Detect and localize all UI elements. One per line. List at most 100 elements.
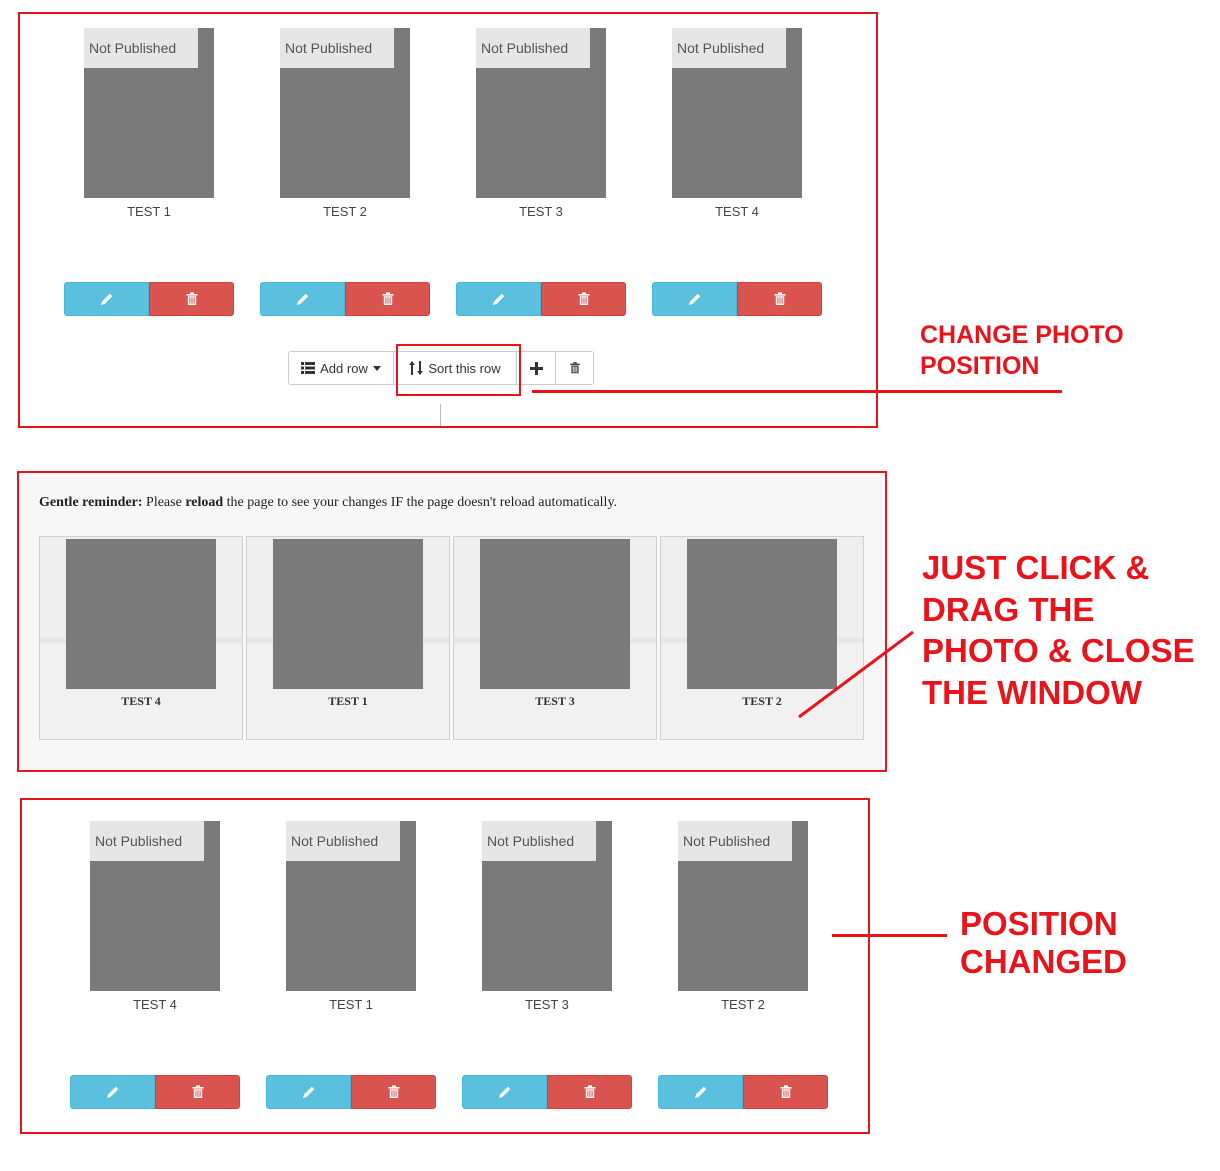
photo-card-1: Not Published TEST 4	[70, 821, 240, 1109]
row-toolbar: Add row Sort this row	[288, 351, 594, 385]
annotation-line: THE WINDOW	[922, 673, 1142, 711]
photo-caption: TEST 4	[121, 694, 161, 708]
photo-caption: TEST 1	[329, 997, 373, 1012]
edit-button[interactable]	[266, 1075, 351, 1109]
status-badge: Not Published	[84, 28, 198, 68]
sort-window: Gentle reminder: Please reload the page …	[19, 473, 884, 769]
delete-row-button[interactable]	[555, 351, 594, 385]
pencil-icon	[296, 293, 308, 305]
sortable-item[interactable]: TEST 2	[660, 536, 864, 740]
pencil-icon	[492, 293, 504, 305]
photo-actions	[652, 282, 822, 316]
sortable-item[interactable]: TEST 4	[39, 536, 243, 740]
add-row-button[interactable]: Add row	[288, 351, 394, 385]
trash-icon	[382, 292, 393, 305]
annotation-position-changed: POSITION CHANGED	[960, 904, 1127, 982]
trash-icon	[388, 1085, 399, 1098]
trash-icon	[780, 1085, 791, 1098]
sort-row-label: Sort this row	[428, 360, 501, 376]
list-icon	[301, 362, 316, 374]
edit-button[interactable]	[658, 1075, 743, 1109]
photo-thumbnail[interactable]: Not Published	[84, 28, 214, 198]
edit-button[interactable]	[70, 1075, 155, 1109]
photo-thumbnail[interactable]: Not Published	[678, 821, 808, 991]
photo-actions	[462, 1075, 632, 1109]
pencil-icon	[302, 1086, 314, 1098]
before-panel-highlight	[18, 12, 878, 428]
delete-button[interactable]	[541, 282, 626, 316]
trash-icon	[584, 1085, 595, 1098]
annotation-pointer-line	[532, 390, 1062, 393]
caret-down-icon	[372, 365, 381, 371]
annotation-line: POSITION	[960, 905, 1118, 942]
photo-card-4: Not Published TEST 2	[658, 821, 828, 1109]
photo-caption: TEST 2	[721, 997, 765, 1012]
delete-button[interactable]	[345, 282, 430, 316]
photo-caption: TEST 3	[519, 204, 563, 219]
add-item-button[interactable]	[516, 351, 556, 385]
photo-caption: TEST 4	[133, 997, 177, 1012]
edit-button[interactable]	[260, 282, 345, 316]
annotation-change-position: CHANGE PHOTO POSITION	[920, 320, 1124, 382]
photo-thumbnail[interactable]: Not Published	[286, 821, 416, 991]
photo-card-2: Not Published TEST 2	[260, 28, 430, 316]
delete-button[interactable]	[149, 282, 234, 316]
photo-thumbnail[interactable]: Not Published	[672, 28, 802, 198]
photo-thumbnail[interactable]: Not Published	[482, 821, 612, 991]
status-badge: Not Published	[672, 28, 786, 68]
photo-caption: TEST 2	[742, 694, 782, 708]
pencil-icon	[688, 293, 700, 305]
sort-button-highlight	[396, 344, 521, 396]
sort-window-highlight	[17, 471, 887, 772]
photo-caption: TEST 4	[715, 204, 759, 219]
annotation-line: CHANGED	[960, 943, 1127, 980]
annotation-line: JUST CLICK &	[922, 549, 1150, 586]
photo-thumbnail[interactable]: Not Published	[280, 28, 410, 198]
status-badge: Not Published	[90, 821, 204, 861]
delete-button[interactable]	[743, 1075, 828, 1109]
photo-thumbnail[interactable]: Not Published	[90, 821, 220, 991]
pencil-icon	[106, 1086, 118, 1098]
photo-caption: TEST 1	[127, 204, 171, 219]
edit-button[interactable]	[652, 282, 737, 316]
photo-actions	[64, 282, 234, 316]
edit-button[interactable]	[64, 282, 149, 316]
photo-actions	[70, 1075, 240, 1109]
annotation-line: DRAG THE	[922, 590, 1095, 628]
toolbar-stem	[440, 404, 441, 426]
photo-caption: TEST 1	[328, 694, 368, 708]
photo-card-1: Not Published TEST 1	[64, 28, 234, 316]
photo-thumbnail	[687, 539, 837, 689]
delete-button[interactable]	[737, 282, 822, 316]
photo-thumbnail	[66, 539, 216, 689]
edit-button[interactable]	[462, 1075, 547, 1109]
annotation-line: PHOTO & CLOSE	[922, 632, 1195, 669]
reminder-lead: Gentle reminder:	[39, 495, 143, 510]
annotation-pointer-line	[832, 934, 947, 937]
sortable-item[interactable]: TEST 3	[453, 536, 657, 740]
reminder-text-1: Please	[142, 495, 186, 510]
pencil-icon	[694, 1086, 706, 1098]
reminder-text-2: the page to see your changes IF the page…	[223, 495, 618, 510]
photo-caption: TEST 2	[323, 204, 367, 219]
photo-actions	[456, 282, 626, 316]
photo-thumbnail	[480, 539, 630, 689]
annotation-line: CHANGE PHOTO	[920, 321, 1124, 349]
status-badge: Not Published	[482, 821, 596, 861]
reload-reminder: Gentle reminder: Please reload the page …	[39, 495, 617, 511]
photo-thumbnail[interactable]: Not Published	[476, 28, 606, 198]
sortable-item[interactable]: TEST 1	[246, 536, 450, 740]
trash-icon	[569, 362, 580, 374]
trash-icon	[578, 292, 589, 305]
photo-card-2: Not Published TEST 1	[266, 821, 436, 1109]
delete-button[interactable]	[155, 1075, 240, 1109]
delete-button[interactable]	[351, 1075, 436, 1109]
pencil-icon	[100, 293, 112, 305]
pencil-icon	[498, 1086, 510, 1098]
delete-button[interactable]	[547, 1075, 632, 1109]
status-badge: Not Published	[286, 821, 400, 861]
photo-caption: TEST 3	[535, 694, 575, 708]
photo-thumbnail	[273, 539, 423, 689]
add-row-label: Add row	[320, 360, 368, 376]
edit-button[interactable]	[456, 282, 541, 316]
